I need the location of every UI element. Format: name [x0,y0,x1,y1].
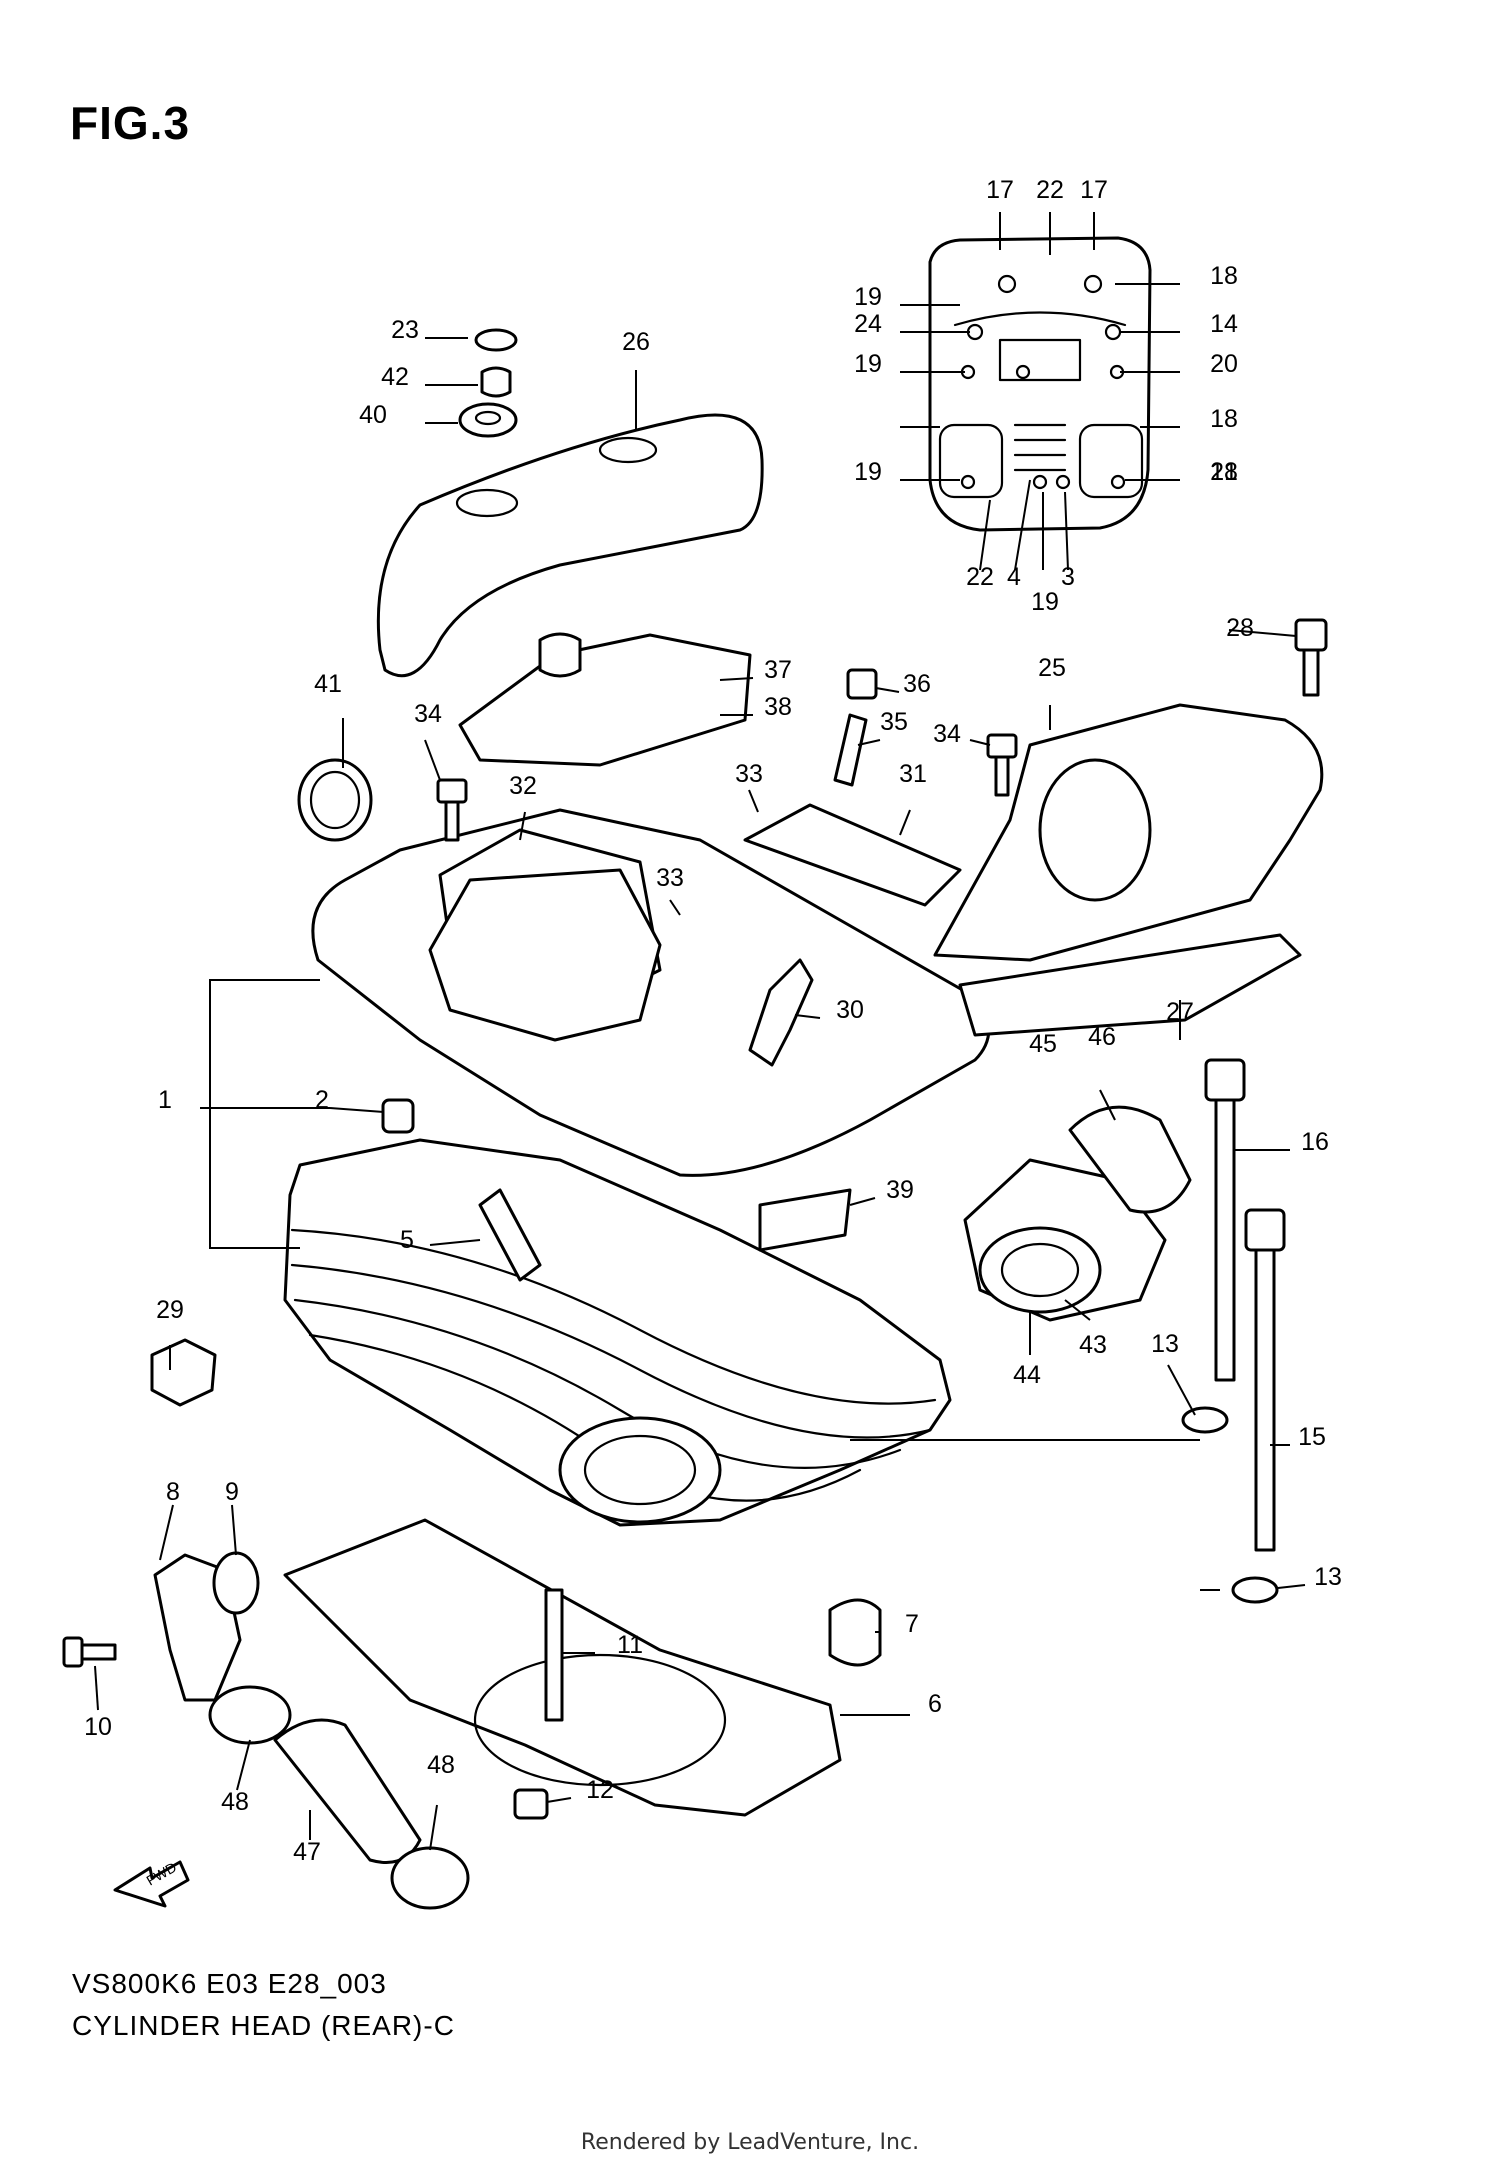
clamp-46 [1068,1105,1192,1214]
callout-label-20[interactable]: 20 [1210,350,1238,378]
callout-label-31[interactable]: 31 [899,760,927,788]
nut-36 [846,668,878,700]
callout-label-16[interactable]: 16 [1301,1128,1329,1156]
callout-label-8[interactable]: 8 [166,1478,180,1506]
nut-12 [513,1788,549,1820]
callout-label-33[interactable]: 33 [656,864,684,892]
callout-label-3[interactable]: 3 [1061,563,1075,591]
callout-label-34[interactable]: 34 [414,700,442,728]
callout-label-17[interactable]: 17 [986,176,1014,204]
breather-cover [458,633,752,767]
callout-label-38[interactable]: 38 [764,693,792,721]
grommet-stack [458,328,518,438]
bolt-15 [1254,1248,1276,1552]
gasket-31 [743,803,962,907]
clamp-48a [208,1685,292,1745]
callout-label-42[interactable]: 42 [381,363,409,391]
callout-label-33[interactable]: 33 [735,760,763,788]
callout-label-45[interactable]: 45 [1029,1030,1057,1058]
bolt-34a [444,798,460,842]
callout-label-13[interactable]: 13 [1151,1330,1179,1358]
callout-label-10[interactable]: 10 [84,1713,112,1741]
callout-label-18[interactable]: 18 [1210,458,1238,486]
bolt-16 [1214,1098,1236,1382]
callout-label-40[interactable]: 40 [359,401,387,429]
dowel-5 [478,1188,542,1282]
callout-label-37[interactable]: 37 [764,656,792,684]
callout-label-30[interactable]: 30 [836,996,864,1024]
stud-35 [833,713,868,787]
callout-label-36[interactable]: 36 [903,670,931,698]
callout-label-18[interactable]: 18 [1210,405,1238,433]
callout-label-47[interactable]: 47 [293,1838,321,1866]
callout-label-35[interactable]: 35 [880,708,908,736]
part-drawings: FWD [62,236,1328,1910]
o-ring-9 [212,1551,260,1615]
callout-label-13[interactable]: 13 [1314,1563,1342,1591]
inspection-cover-32 [428,868,662,1042]
callout-label-11[interactable]: 11 [617,1631,643,1659]
callout-label-48[interactable]: 48 [221,1788,249,1816]
callout-label-12[interactable]: 12 [586,1776,614,1804]
callout-label-6[interactable]: 6 [928,1690,942,1718]
spark-plug-30 [748,958,814,1067]
callout-label-19[interactable]: 19 [854,350,882,378]
callout-label-19[interactable]: 19 [1031,588,1059,616]
hose-47 [273,1718,422,1864]
gasket-39 [758,1188,852,1252]
callout-label-32[interactable]: 32 [509,772,537,800]
head-cover-26 [376,413,764,678]
callout-label-5[interactable]: 5 [400,1226,414,1254]
callout-label-22[interactable]: 22 [966,563,994,591]
callout-label-48[interactable]: 48 [427,1751,455,1779]
figure-title: FIG.3 [70,97,191,149]
callout-label-17[interactable]: 17 [1080,176,1108,204]
callout-label-26[interactable]: 26 [622,328,650,356]
callout-label-22[interactable]: 22 [1036,176,1064,204]
callout-label-2[interactable]: 2 [315,1086,329,1114]
callout-label-21[interactable]: 21 [1210,458,1238,486]
rendered-by-credit: Rendered by LeadVenture, Inc. [580,2130,920,2155]
damper-29 [150,1338,217,1407]
diagram-title: CYLINDER HEAD (REAR)-C [72,2010,455,2041]
bolt-28 [1302,648,1320,697]
callout-label-24[interactable]: 24 [854,310,882,338]
callout-label-15[interactable]: 15 [1298,1423,1326,1451]
callout-label-9[interactable]: 9 [225,1478,239,1506]
callout-label-7[interactable]: 7 [905,1610,919,1638]
diagram-code: VS800K6 E03 E28_003 [72,1968,387,1999]
cover-top-view [928,236,1152,532]
bolt-34b [994,753,1010,797]
dowel-2 [381,1098,415,1134]
callout-label-46[interactable]: 46 [1088,1023,1116,1051]
washer-13a [1181,1406,1229,1434]
callout-label-39[interactable]: 39 [886,1176,914,1204]
stud-11 [544,1588,564,1722]
callout-label-18[interactable]: 18 [1210,262,1238,290]
callout-label-4[interactable]: 4 [1007,563,1021,591]
leader-lines [94,212,1306,1851]
callout-label-19[interactable]: 19 [854,458,882,486]
callout-label-14[interactable]: 14 [1210,310,1238,338]
forward-arrow-icon: FWD [113,1859,190,1908]
callout-label-25[interactable]: 25 [1038,654,1066,682]
collar-7 [828,1598,882,1667]
callout-label-28[interactable]: 28 [1226,614,1254,642]
clamp-48b [390,1846,470,1910]
callout-label-43[interactable]: 43 [1079,1331,1107,1359]
callout-label-27[interactable]: 27 [1166,998,1194,1026]
washer-13b [1231,1576,1279,1604]
callout-label-34[interactable]: 34 [933,720,961,748]
callout-label-29[interactable]: 29 [156,1296,184,1324]
callout-label-44[interactable]: 44 [1013,1361,1041,1389]
callout-label-41[interactable]: 41 [314,670,342,698]
callout-label-23[interactable]: 23 [391,316,419,344]
callout-label-19[interactable]: 19 [854,283,882,311]
callout-label-1[interactable]: 1 [158,1086,172,1114]
